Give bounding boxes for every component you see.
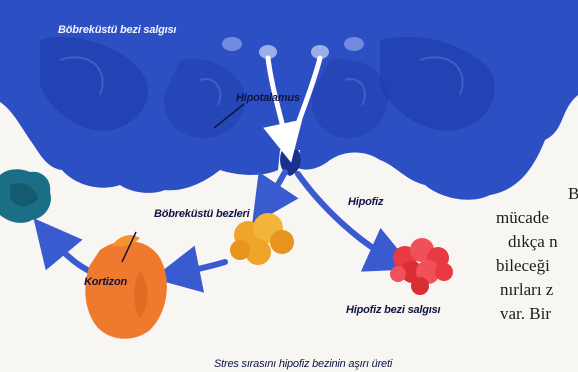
body-text-line: dıkça n — [496, 230, 578, 254]
label-hypothalamus: Hipotalamus — [236, 92, 300, 104]
label-pituitary: Hipofiz — [348, 196, 383, 208]
pituitary-gland-cluster — [390, 238, 453, 295]
body-text-line: mücade — [496, 206, 578, 230]
label-adrenal-gland-secretion: Böbreküstü bezi salgısı — [58, 24, 176, 36]
label-pituitary-secretion: Hipofiz bezi salgısı — [346, 304, 440, 316]
diagram-caption: Stres sırasını hipofiz bezinin aşırı üre… — [214, 358, 392, 370]
body-text-line: var. Bir — [496, 302, 578, 326]
left-organ — [0, 169, 51, 223]
body-text-line: bileceği — [496, 254, 578, 278]
body-text-column: B mücade dıkça n bileceği nırları z var.… — [496, 182, 578, 326]
body-text-line: B — [496, 182, 578, 206]
label-adrenal-glands: Böbreküstü bezleri — [154, 208, 249, 220]
body-text-line: nırları z — [496, 278, 578, 302]
label-cortisol: Kortizon — [84, 276, 127, 288]
adrenal-glands — [230, 213, 294, 265]
